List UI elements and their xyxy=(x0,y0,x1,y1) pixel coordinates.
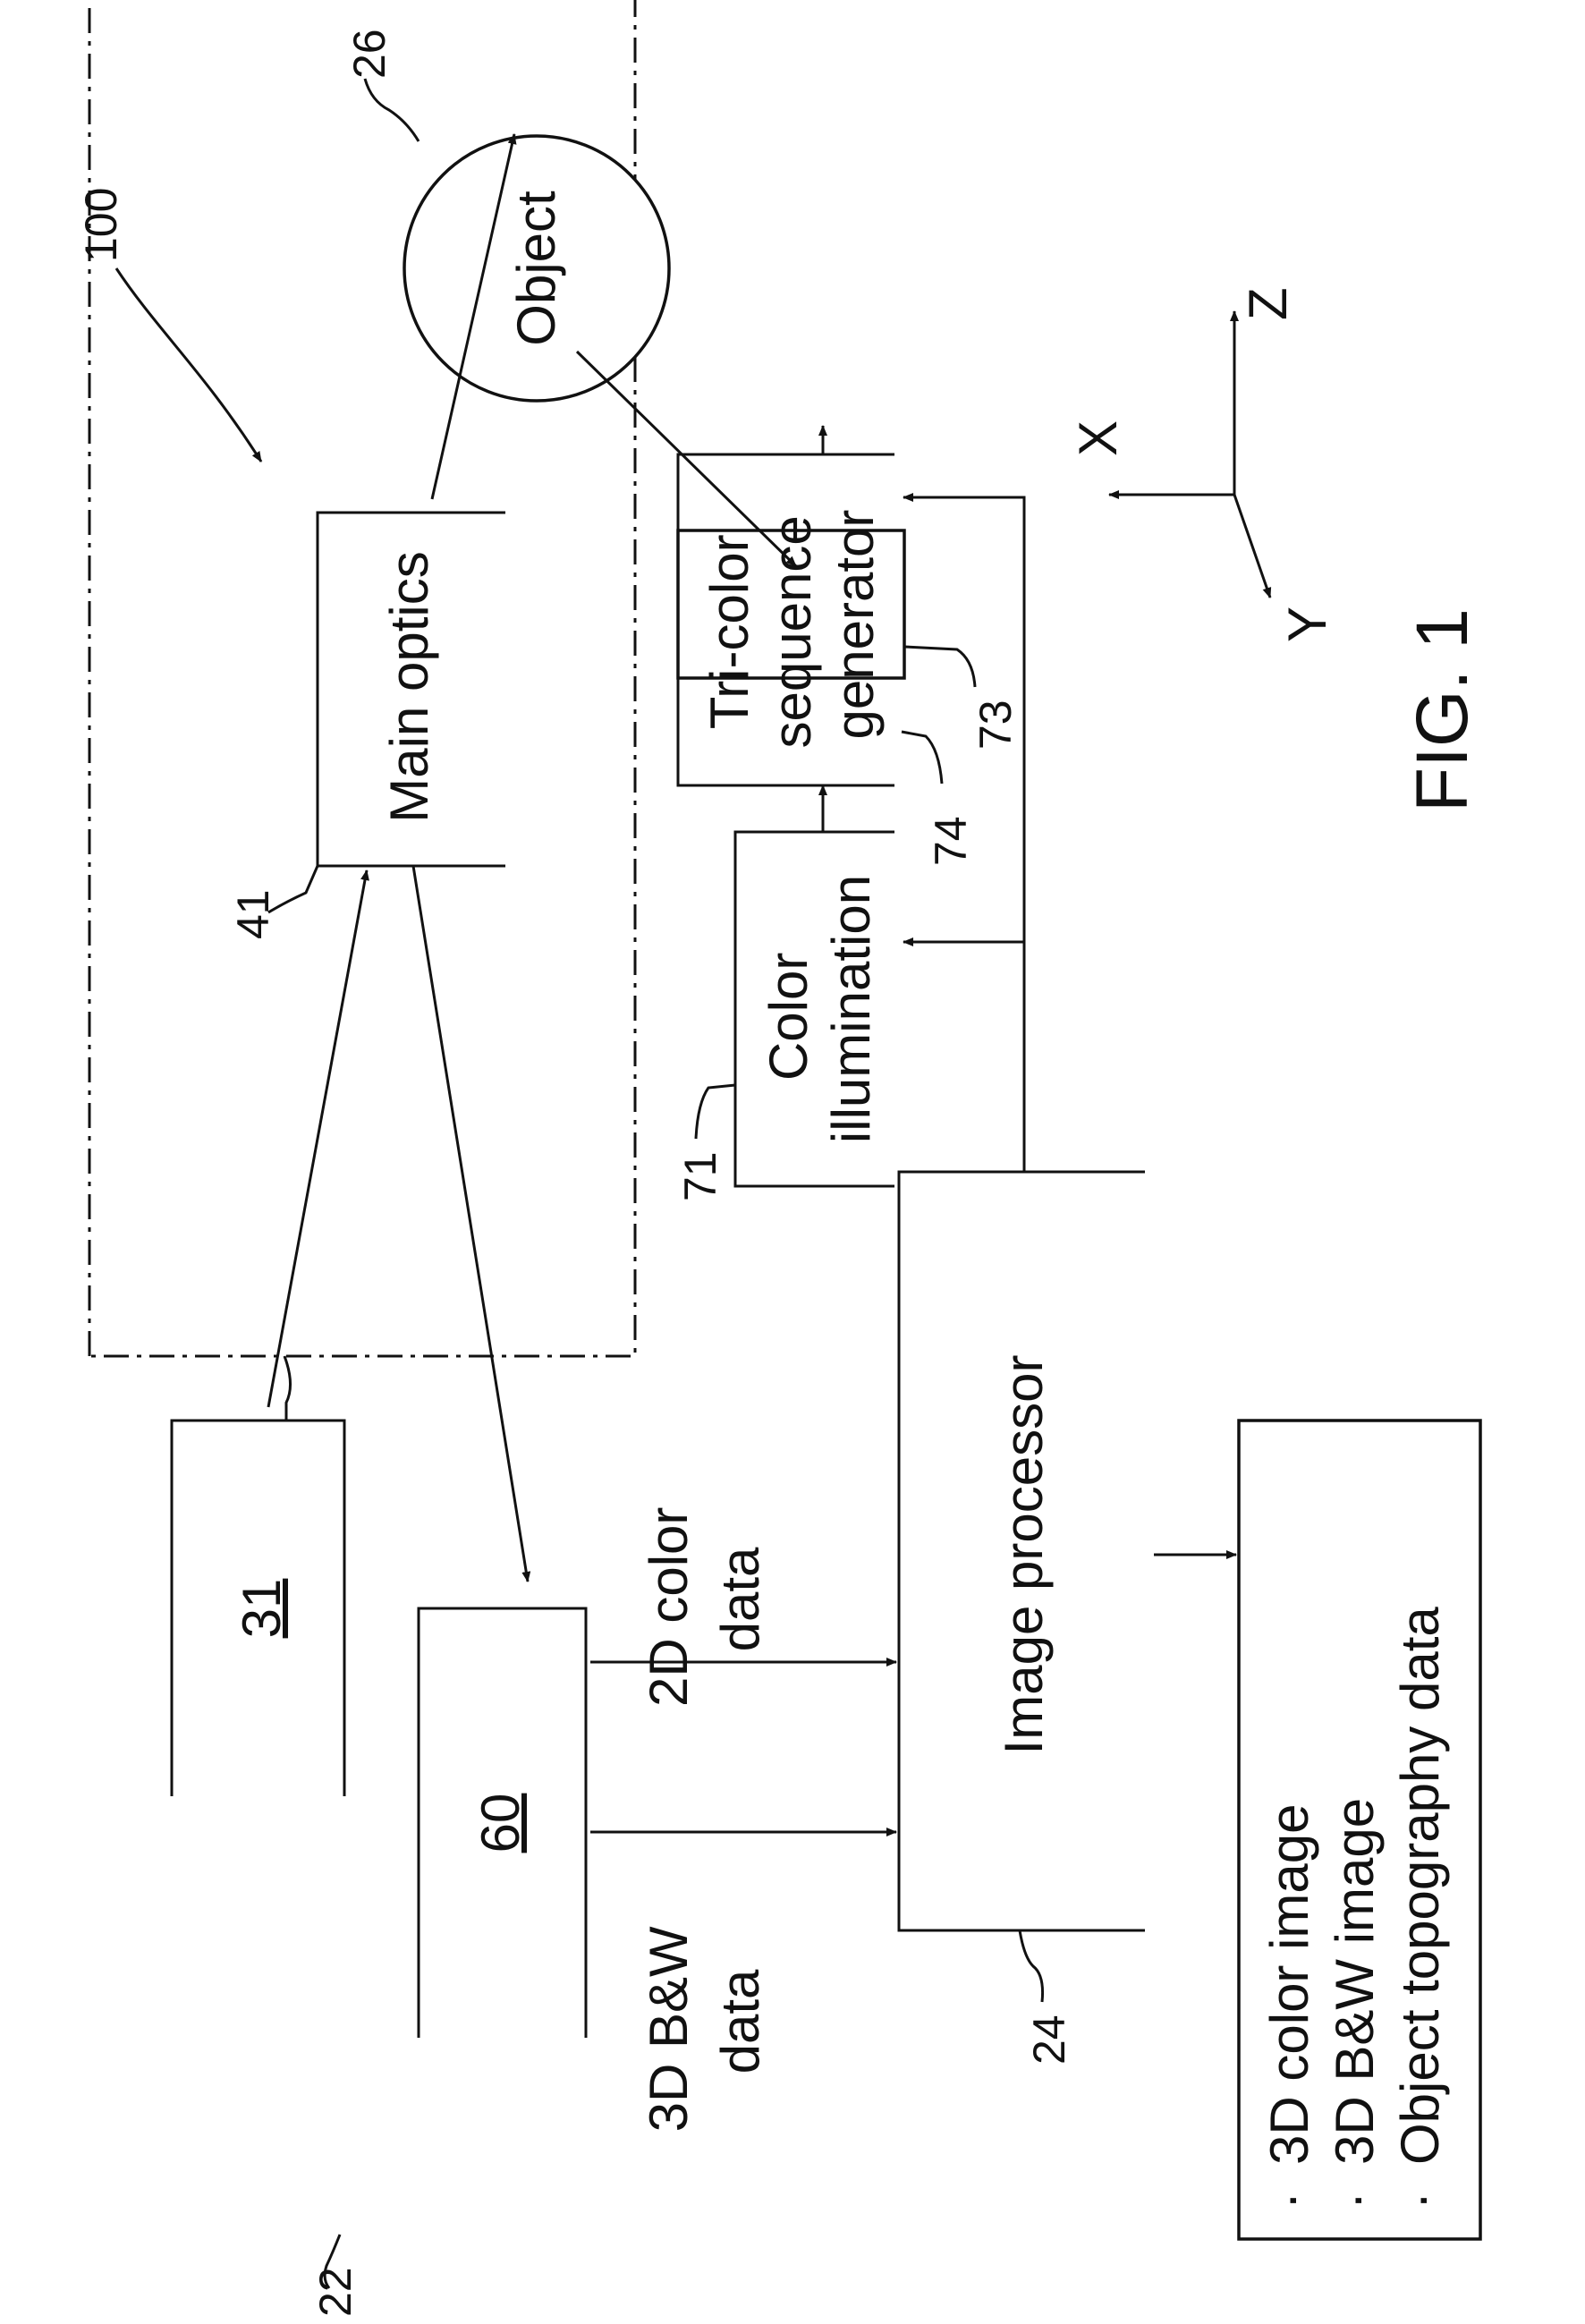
leader-73 xyxy=(904,647,975,687)
color-illumination-label: Color illumination xyxy=(759,875,881,1143)
leader-22 xyxy=(277,1356,291,1421)
tri-color-line-3: generator xyxy=(825,510,885,740)
output-bullet-1: · xyxy=(1259,2192,1319,2209)
detector-label: 60 xyxy=(470,1794,530,1853)
output-item-3: Object topography data xyxy=(1390,1607,1450,2165)
leader-74 xyxy=(902,732,942,784)
color-illumination-line-2: illumination xyxy=(821,875,881,1143)
leader-26 xyxy=(365,79,419,141)
color-data-label: 2D color data xyxy=(639,1492,770,1707)
leader-24 xyxy=(1020,1930,1043,2002)
image-processor-label: Image processor xyxy=(994,1355,1054,1755)
tri-color-label: Tri-color sequence generator xyxy=(699,501,885,749)
ref-24: 24 xyxy=(1024,2014,1074,2065)
color-illumination-line-1: Color xyxy=(759,953,818,1081)
output-bullet-2: · xyxy=(1325,2192,1385,2209)
y-axis xyxy=(1234,495,1270,598)
ref-74: 74 xyxy=(926,816,976,866)
ref-22: 22 xyxy=(310,2267,360,2317)
source-label: 31 xyxy=(232,1579,292,1639)
ref-71: 71 xyxy=(675,1151,725,1201)
main-optics-label: Main optics xyxy=(379,551,439,822)
tri-color-line-1: Tri-color xyxy=(699,534,759,729)
output-item-2: 3D B&W image xyxy=(1325,1798,1385,2165)
arrow-optics-to-detector xyxy=(413,866,528,1582)
arrow-source-to-optics xyxy=(268,870,367,1407)
bw-data-line-1: 3D B&W xyxy=(639,1926,699,2132)
tri-color-line-2: sequence xyxy=(762,515,822,748)
object-label: Object xyxy=(506,191,566,346)
leader-71 xyxy=(696,1085,735,1139)
output-bullet-3: · xyxy=(1390,2192,1450,2209)
x-axis-label: X xyxy=(1068,420,1128,456)
z-axis-label: Z xyxy=(1238,287,1298,320)
color-data-line-1: 2D color xyxy=(639,1507,699,1707)
ref-26: 26 xyxy=(344,29,394,79)
figure-caption: FIG. 1 xyxy=(1402,608,1483,812)
ref-100: 100 xyxy=(76,188,126,262)
ref-41: 41 xyxy=(228,889,278,939)
bw-data-line-2: data xyxy=(710,1969,770,2074)
leader-100 xyxy=(116,268,261,462)
ref-73: 73 xyxy=(970,700,1021,750)
bw-data-label: 3D B&W data xyxy=(639,1912,770,2133)
color-data-line-2: data xyxy=(710,1547,770,1651)
output-item-1: 3D color image xyxy=(1259,1803,1319,2165)
y-axis-label: Y xyxy=(1277,606,1337,642)
